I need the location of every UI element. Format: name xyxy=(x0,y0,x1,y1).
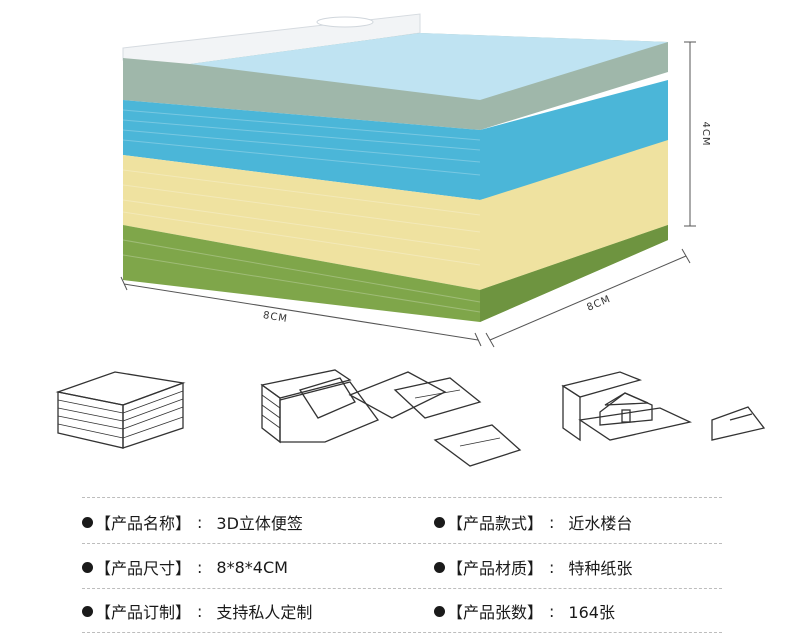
front-dimension-label: 8CM xyxy=(262,310,288,325)
spec-separator: : xyxy=(197,557,203,577)
bullet-icon xyxy=(434,516,445,528)
spec-label: 【产品订制】 xyxy=(95,603,192,622)
spec-value: 3D立体便签 xyxy=(216,514,303,533)
divider xyxy=(82,497,722,498)
divider xyxy=(82,632,722,633)
spec-separator: : xyxy=(549,601,555,621)
divider xyxy=(82,588,722,589)
spec-item-name: 【产品名称】 : 3D立体便签 xyxy=(82,507,303,537)
house-cutout-sketch-icon xyxy=(561,371,766,442)
spec-label: 【产品张数】 xyxy=(447,603,544,622)
bullet-icon xyxy=(434,605,445,617)
spec-row: 【产品名称】 : 3D立体便签 【产品款式】 : 近水楼台 xyxy=(82,507,722,537)
height-dimension-label: 4CM xyxy=(700,122,711,147)
spec-item-style: 【产品款式】 : 近水楼台 xyxy=(434,507,632,537)
side-dimension-label: 8CM xyxy=(585,294,612,314)
spec-separator: : xyxy=(197,601,203,621)
spec-label: 【产品尺寸】 xyxy=(95,559,192,578)
spec-row: 【产品订制】 : 支持私人定制 【产品张数】 : 164张 xyxy=(82,596,722,626)
product-note-cube-image: 4CM 8CM 8CM xyxy=(120,13,711,348)
bullet-icon xyxy=(82,605,93,617)
spec-label: 【产品名称】 xyxy=(95,514,192,533)
spec-item-material: 【产品材质】 : 特种纸张 xyxy=(434,552,632,582)
spec-value: 8*8*4CM xyxy=(216,557,288,577)
spec-item-sheets: 【产品张数】 : 164张 xyxy=(434,596,615,626)
spec-separator: : xyxy=(197,512,203,532)
spec-value: 近水楼台 xyxy=(568,514,633,533)
spec-value: 164张 xyxy=(568,603,615,622)
spec-value: 支持私人定制 xyxy=(216,603,313,622)
spec-separator: : xyxy=(549,512,555,532)
spec-value: 特种纸张 xyxy=(568,559,633,578)
bullet-icon xyxy=(82,516,93,528)
spec-row: 【产品尺寸】 : 8*8*4CM 【产品材质】 : 特种纸张 xyxy=(82,552,722,582)
usage-sketches xyxy=(55,369,766,467)
bullet-icon xyxy=(434,561,445,573)
note-cube-sketch-icon xyxy=(55,371,186,449)
divider xyxy=(82,543,722,544)
spec-item-size: 【产品尺寸】 : 8*8*4CM xyxy=(82,552,288,582)
spec-label: 【产品材质】 xyxy=(447,559,544,578)
tearing-notes-sketch-icon xyxy=(260,369,522,467)
bullet-icon xyxy=(82,561,93,573)
spec-item-custom: 【产品订制】 : 支持私人定制 xyxy=(82,596,312,626)
spec-label: 【产品款式】 xyxy=(447,514,544,533)
spec-separator: : xyxy=(549,557,555,577)
